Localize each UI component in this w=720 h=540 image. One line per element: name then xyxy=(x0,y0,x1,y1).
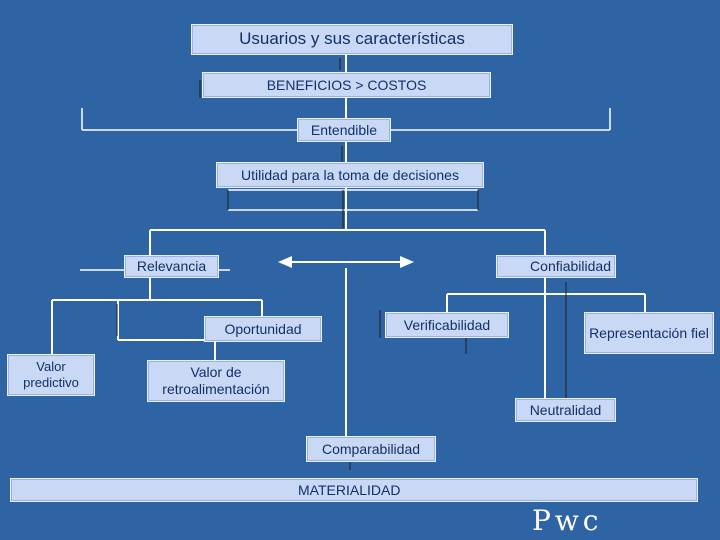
title-box: Usuarios y sus características xyxy=(191,24,513,55)
confiabilidad-box: Confiabilidad xyxy=(496,255,616,278)
entendible-box: Entendible xyxy=(297,118,391,142)
comparabilidad-label: Comparabilidad xyxy=(321,440,421,457)
beneficios-costos-label: BENEFICIOS > COSTOS xyxy=(266,76,427,93)
valor-predictivo-label: Valor predictivo xyxy=(23,359,79,390)
representacion-fiel-box: Representación fiel xyxy=(584,312,714,354)
neutralidad-label: Neutralidad xyxy=(529,401,602,418)
title-text: Usuarios y sus características xyxy=(239,29,465,49)
verificabilidad-box: Verificabilidad xyxy=(385,312,509,338)
utilidad-label: Utilidad para la toma de decisiones xyxy=(241,166,459,183)
representacion-fiel-label: Representación fiel xyxy=(589,324,709,341)
beneficios-costos-box: BENEFICIOS > COSTOS xyxy=(202,72,491,98)
entendible-label: Entendible xyxy=(310,121,378,138)
relevancia-label: Relevancia xyxy=(136,258,207,275)
valor-retroalimentacion-box: Valor de retroalimentación xyxy=(147,360,285,402)
verificabilidad-label: Verificabilidad xyxy=(403,316,491,333)
confiabilidad-label: Confiabilidad xyxy=(530,258,611,275)
valor-retroalimentacion-label: Valor de retroalimentación xyxy=(162,364,270,397)
materialidad-label: MATERIALIDAD xyxy=(298,481,401,498)
oportunidad-box: Oportunidad xyxy=(204,316,322,342)
corner-mark: Pwc xyxy=(532,504,603,537)
comparabilidad-box: Comparabilidad xyxy=(306,436,436,462)
oportunidad-label: Oportunidad xyxy=(224,320,302,337)
materialidad-bar: MATERIALIDAD xyxy=(10,478,698,502)
corner-mark-text: Pwc xyxy=(532,504,603,537)
valor-predictivo-box: Valor predictivo xyxy=(7,354,95,396)
relevancia-box: Relevancia xyxy=(124,255,219,278)
neutralidad-box: Neutralidad xyxy=(515,398,616,422)
utilidad-box: Utilidad para la toma de decisiones xyxy=(216,162,484,188)
